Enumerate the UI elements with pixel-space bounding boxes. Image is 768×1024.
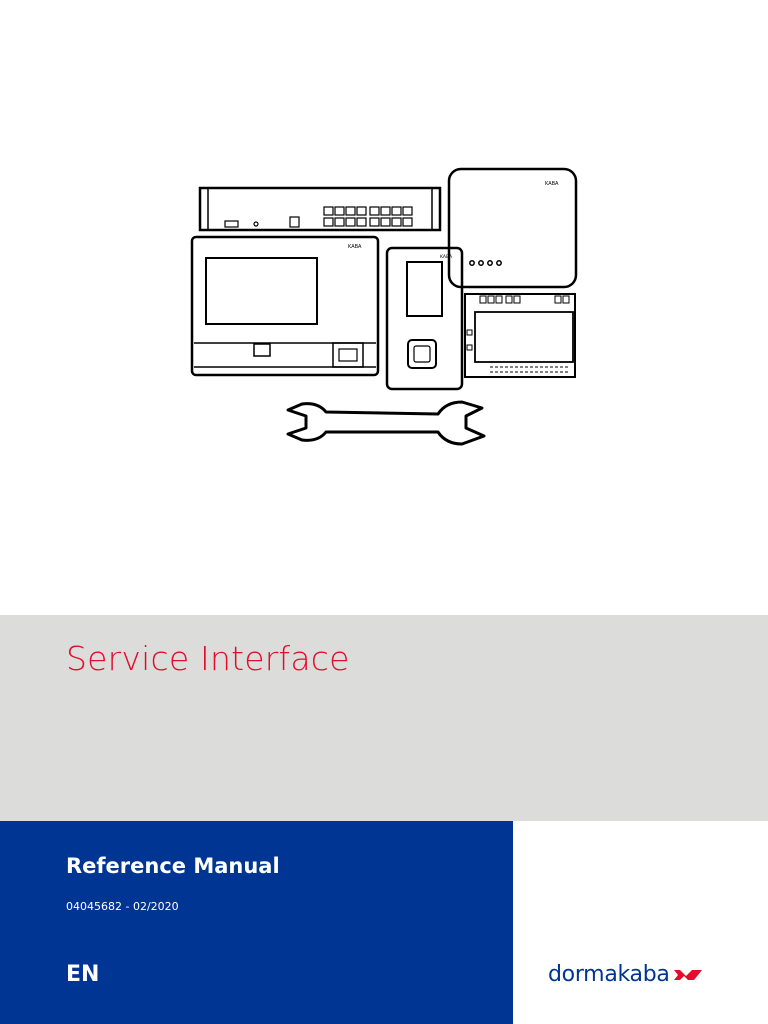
language-code: EN (66, 962, 100, 987)
controller-module-icon (464, 293, 576, 378)
gateway-brand-label: KABA (545, 181, 559, 187)
network-switch-icon (198, 186, 442, 232)
info-band (0, 821, 513, 1024)
reader-brand-label: KABA (440, 254, 453, 260)
card-reader-icon: KABA (385, 246, 464, 391)
wireless-gateway-icon: KABA (447, 167, 578, 289)
terminal-brand-label: KABA (348, 244, 362, 250)
brand-logo: dormakaba (548, 962, 702, 987)
dormakaba-mark-icon (673, 969, 702, 980)
document-subtitle: Reference Manual (66, 854, 280, 878)
product-illustration: KABA KABA KABA (190, 167, 578, 446)
title-band (0, 615, 768, 821)
document-number: 04045682 - 02/2020 (66, 900, 179, 913)
access-terminal-icon: KABA (190, 235, 380, 377)
wrench-icon (286, 400, 486, 446)
brand-name: dormakaba (548, 962, 670, 987)
document-title: Service Interface (66, 639, 350, 678)
